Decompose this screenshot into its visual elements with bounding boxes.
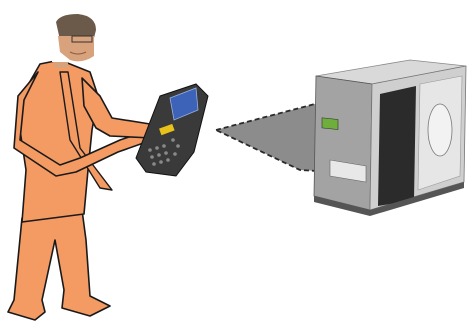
printer-front: [314, 76, 372, 210]
person-icon: [8, 14, 156, 320]
printer-window: [378, 86, 416, 206]
printer-control-panel: [322, 118, 338, 130]
printer-icon: [314, 60, 466, 216]
person-head: [52, 14, 100, 62]
person-legs: [8, 210, 110, 320]
printer-paper-roll: [428, 104, 452, 156]
barcode-scanner-icon: [136, 84, 208, 176]
